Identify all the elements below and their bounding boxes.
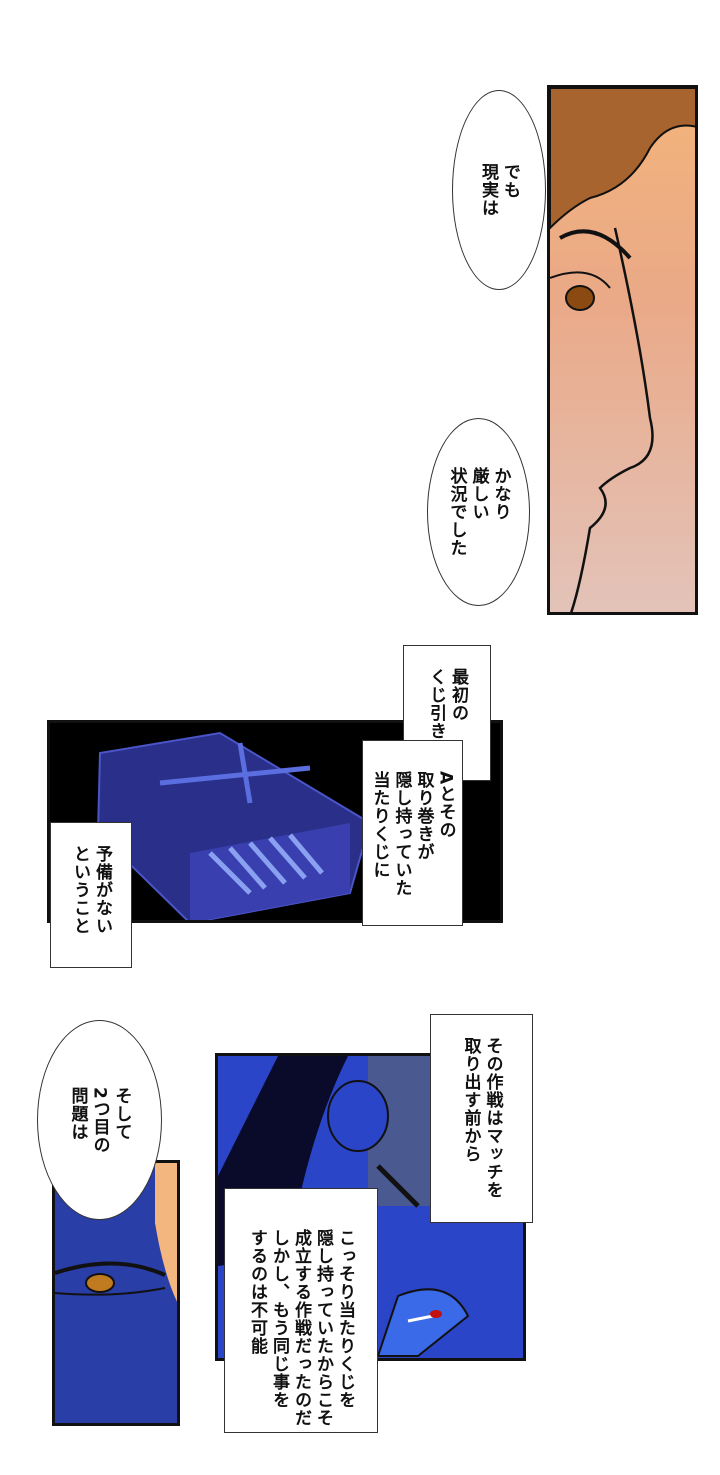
matchbox-illustration — [96, 731, 372, 920]
text-line: こっそり当たりくじを — [335, 1229, 355, 1409]
text-line: 成立する作戦だったのだ — [291, 1229, 311, 1427]
text-line: 状況でした — [446, 467, 467, 557]
text-line: するのは不可能 — [247, 1229, 267, 1355]
narration-text: 予備がないということ — [69, 845, 113, 935]
text-line: かなり — [490, 467, 511, 521]
narration-box: その作戦はマッチを取り出す前から — [430, 1014, 533, 1223]
text-line: 厳しい — [468, 467, 489, 521]
text-line: その作戦はマッチを — [482, 1037, 503, 1199]
speech-bubble: かなり厳しい状況でした — [427, 418, 530, 606]
text-line: そして — [111, 1086, 132, 1141]
narration-box: こっそり当たりくじを隠し持っていたからこそ成立する作戦だったのだしかし、もう同じ… — [224, 1188, 378, 1433]
text-line: 隠し持っていた — [391, 771, 412, 897]
narration-text: 最初のくじ引きで — [425, 668, 469, 758]
text-line: 問題は — [67, 1086, 88, 1141]
narration-box: 予備がないということ — [50, 822, 132, 968]
bubble-text: かなり厳しい状況でした — [446, 467, 512, 557]
text-line: 最初の — [448, 668, 468, 722]
face-panel — [547, 85, 698, 615]
text-line: 隠し持っていたからこそ — [313, 1229, 333, 1427]
text-line: くじ引きで — [426, 668, 446, 758]
narration-text: Aとその取り巻きが隠し持っていた当たりくじに — [369, 771, 457, 897]
narration-text: その作戦はマッチを取り出す前から — [460, 1037, 504, 1199]
text-line: でも — [500, 163, 520, 199]
speech-bubble: でも現実は — [452, 90, 546, 290]
text-line: しかし、もう同じ事を — [269, 1229, 289, 1409]
bubble-text: でも現実は — [477, 163, 521, 217]
text-line: 当たりくじに — [369, 771, 390, 879]
text-line: ということ — [70, 845, 90, 935]
face-illustration — [550, 88, 695, 612]
text-line: 予備がない — [92, 845, 112, 935]
narration-box: Aとその取り巻きが隠し持っていた当たりくじに — [362, 740, 463, 926]
text-line: 取り出す前から — [460, 1037, 481, 1163]
text-line: 現実は — [478, 163, 498, 217]
text-line: 取り巻きが — [413, 771, 434, 861]
text-line: 2つ目の — [89, 1086, 110, 1154]
narration-text: こっそり当たりくじを隠し持っていたからこそ成立する作戦だったのだしかし、もう同じ… — [246, 1229, 356, 1427]
eye-illustration — [55, 1163, 177, 1302]
text-line: Aとその — [435, 771, 456, 840]
eye-panel — [52, 1160, 180, 1426]
